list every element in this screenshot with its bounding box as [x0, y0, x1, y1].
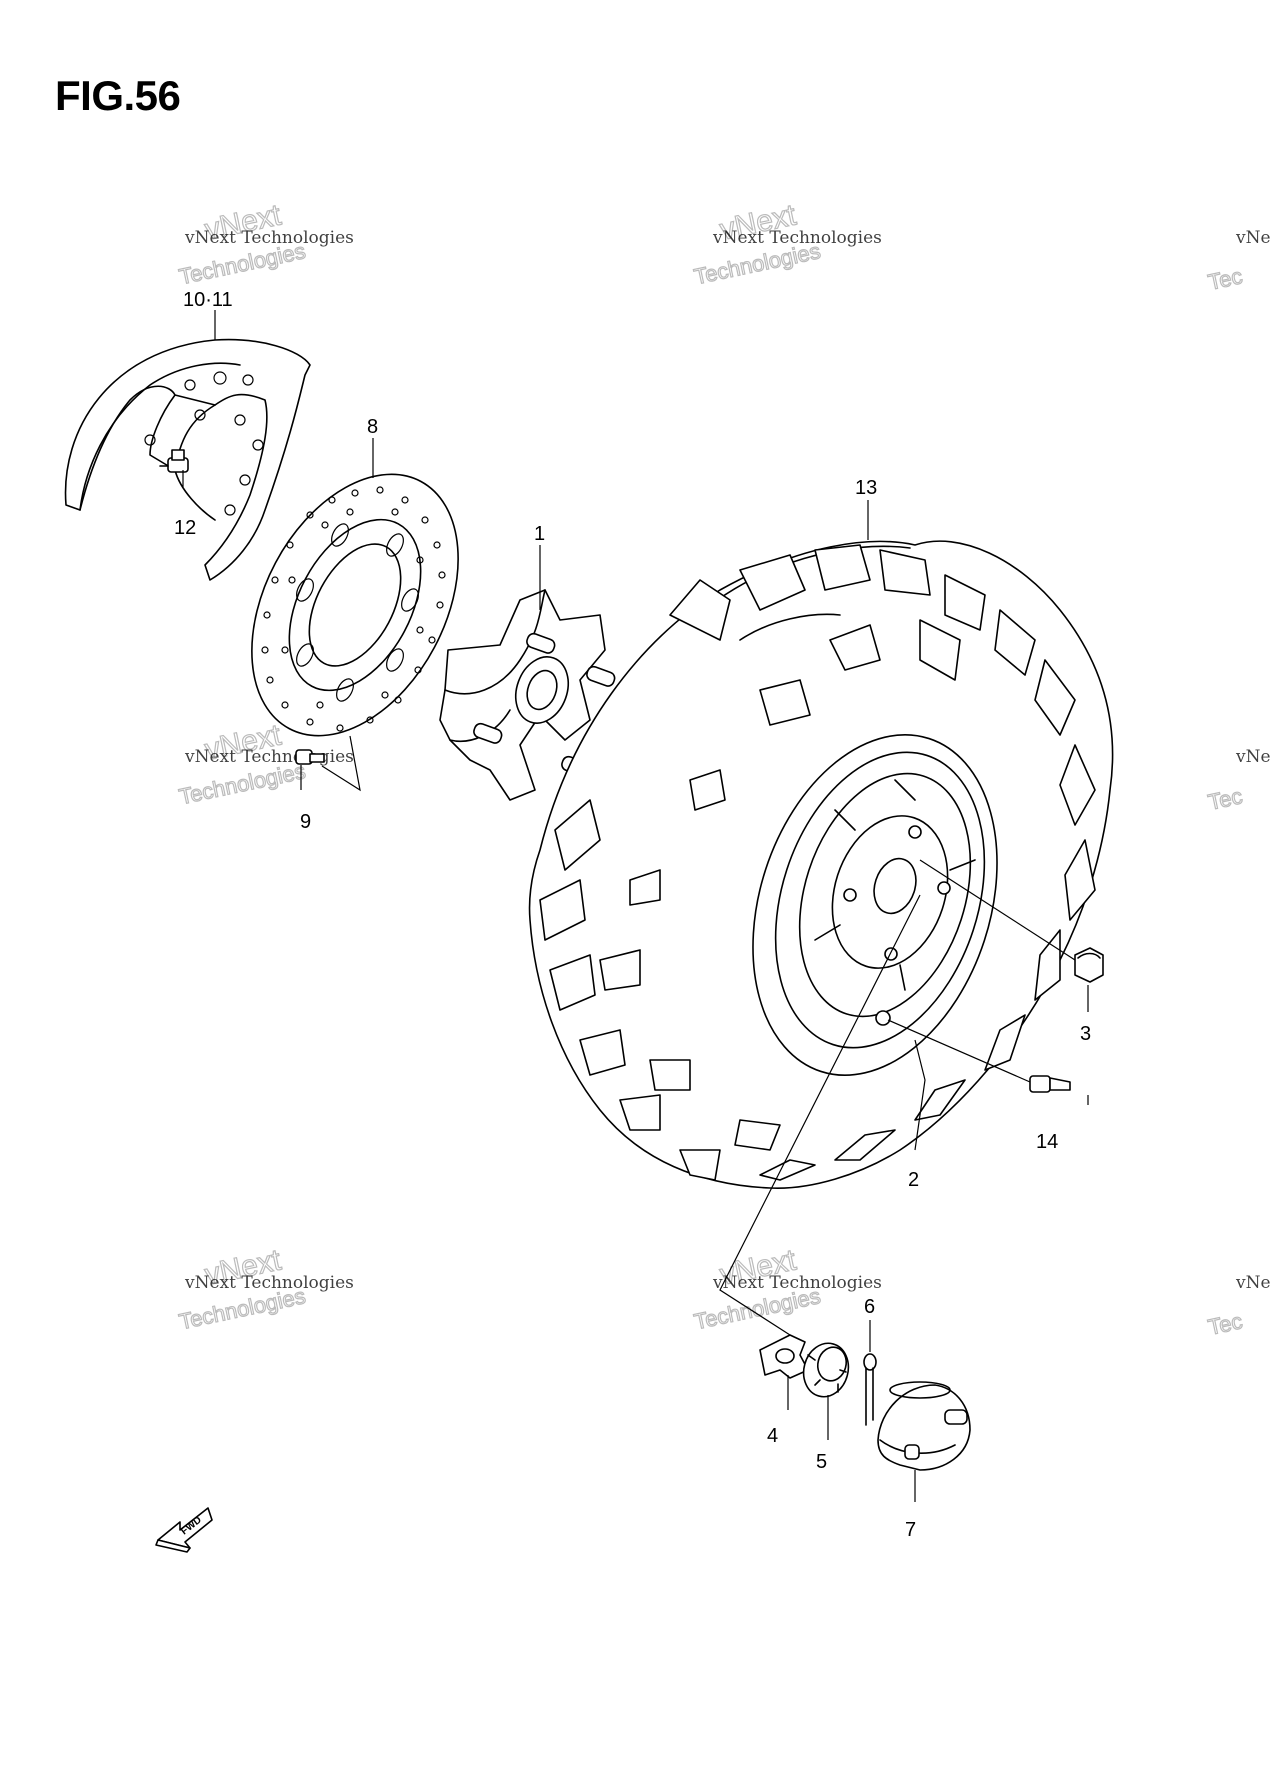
bolt-icon[interactable] [295, 749, 325, 765]
callout-labels: 10·11 12 8 9 1 13 3 14 2 6 4 5 7 [174, 289, 1091, 1541]
svg-text:vNe: vNe [1235, 228, 1271, 248]
svg-text:vNext Technologies: vNext Technologies [712, 1273, 882, 1293]
callout-3: 3 [1080, 1023, 1091, 1045]
leader-lines [182, 310, 1089, 1502]
svg-text:vNext Technologies: vNext Technologies [184, 1273, 354, 1293]
svg-text:vNe: vNe [1235, 1273, 1271, 1293]
callout-10-11: 10·11 [183, 289, 233, 311]
wheel-rim-icon[interactable] [712, 703, 1039, 1107]
callout-14: 14 [1036, 1131, 1058, 1153]
valve-icon[interactable] [1029, 1075, 1071, 1093]
callout-6: 6 [864, 1296, 875, 1318]
svg-text:vNe: vNe [1235, 747, 1271, 767]
svg-text:Tec: Tec [1206, 783, 1245, 815]
callout-5: 5 [816, 1451, 827, 1473]
washer-icon[interactable] [759, 1334, 809, 1379]
callout-13: 13 [855, 477, 877, 499]
callout-12: 12 [174, 517, 196, 539]
callout-8: 8 [367, 416, 378, 438]
callout-4: 4 [767, 1425, 778, 1447]
svg-text:vNext Technologies: vNext Technologies [712, 228, 882, 248]
svg-text:vNext Technologies: vNext Technologies [184, 228, 354, 248]
callout-1: 1 [534, 523, 545, 545]
callout-9: 9 [300, 811, 311, 833]
callout-7: 7 [905, 1519, 916, 1541]
brake-disc-icon[interactable] [210, 439, 500, 771]
callout-2: 2 [908, 1169, 919, 1191]
hub-cap-icon[interactable] [877, 1381, 971, 1471]
fwd-arrow-icon: FWD [155, 1507, 213, 1553]
watermark: vNext Technologies vNext Technologies vN… [176, 198, 1271, 1341]
lug-nut-icon[interactable] [1074, 947, 1104, 983]
disc-cover-icon[interactable] [64, 338, 311, 581]
svg-text:Tec: Tec [1206, 263, 1245, 295]
castle-nut-icon[interactable] [798, 1338, 854, 1402]
wheel-hub-icon[interactable] [439, 589, 616, 801]
figure-title: FIG.56 [55, 72, 181, 119]
leader-line [321, 735, 361, 792]
svg-text:vNext Technologies: vNext Technologies [184, 747, 354, 767]
cotter-pin-icon[interactable] [863, 1353, 877, 1426]
svg-text:Tec: Tec [1206, 1308, 1245, 1340]
bolt-icon[interactable] [159, 449, 189, 473]
